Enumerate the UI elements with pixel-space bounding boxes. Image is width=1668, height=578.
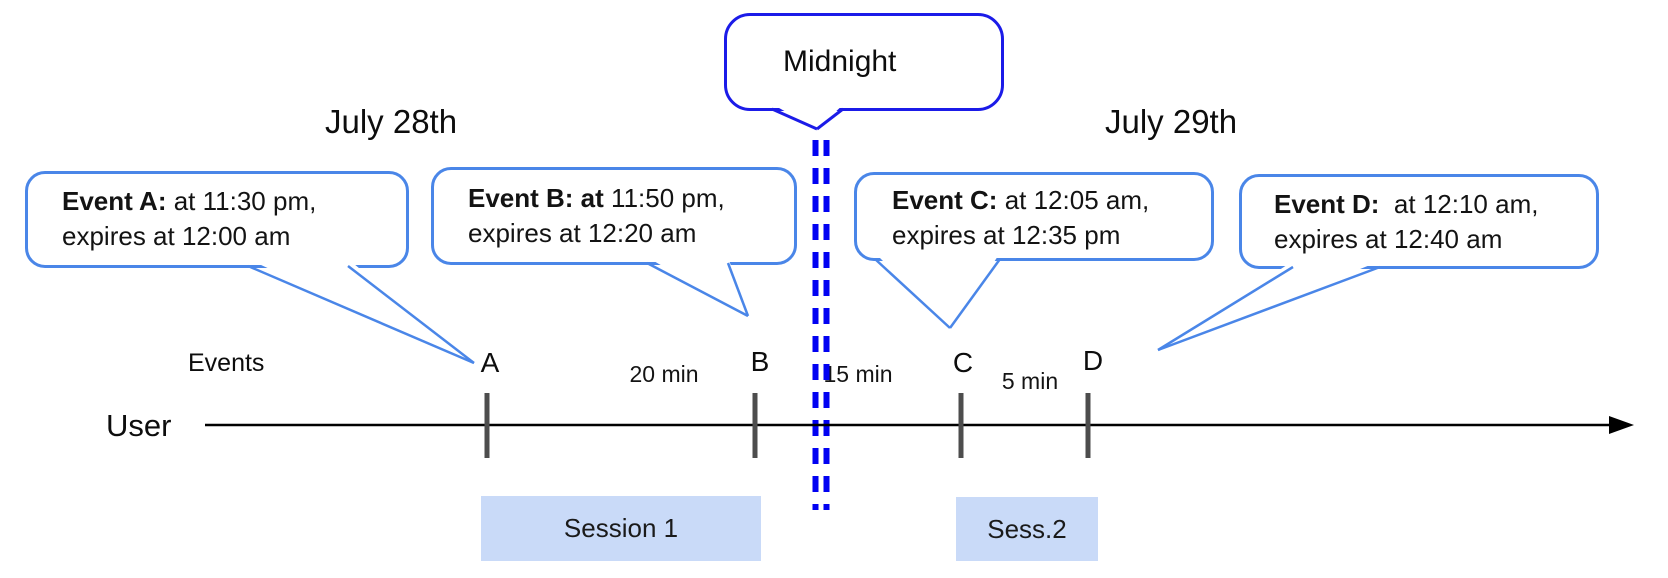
event-b-tail — [646, 257, 750, 318]
event-c-title: Event C: — [892, 185, 998, 215]
event-b-time: 11:50 pm, — [603, 183, 725, 213]
interval-a-b: 20 min — [629, 361, 699, 387]
event-b-callout: Event B: at 11:50 pm, expires at 12:20 a… — [431, 167, 797, 265]
event-c-time: at 12:05 am, — [997, 185, 1150, 215]
session-1-box: Session 1 — [481, 496, 761, 561]
event-a-tail — [247, 259, 475, 365]
date-label-july-28: July 28th — [325, 103, 458, 140]
midnight-callout: Midnight — [724, 13, 1004, 111]
event-c-tail — [874, 253, 1002, 329]
tick-label-b: B — [750, 346, 770, 377]
event-a-callout: Event A: at 11:30 pm, expires at 12:00 a… — [25, 171, 409, 268]
event-b-title: Event B: at — [468, 183, 604, 213]
tick-label-a: A — [480, 347, 500, 378]
event-a-expiry: expires at 12:00 am — [62, 221, 291, 251]
event-b-expiry: expires at 12:20 am — [468, 218, 697, 248]
event-d-tail — [1157, 261, 1381, 352]
event-d-time: at 12:10 am, — [1379, 189, 1539, 219]
tick-label-c: C — [952, 347, 974, 378]
events-axis-label: Events — [188, 349, 265, 377]
event-c-expiry: expires at 12:35 pm — [892, 220, 1121, 250]
midnight-dashed-line — [812, 140, 830, 510]
tick-label-d: D — [1082, 345, 1104, 376]
user-axis-label: User — [106, 408, 172, 443]
timeline-arrow — [205, 416, 1634, 434]
event-c-callout: Event C: at 12:05 am, expires at 12:35 p… — [854, 172, 1214, 261]
interval-b-c: 15 min — [823, 361, 893, 387]
event-a-title: Event A: — [62, 186, 167, 216]
session-2-box: Sess.2 — [956, 497, 1098, 561]
session-1-label: Session 1 — [563, 513, 679, 543]
midnight-callout-label: Midnight — [783, 45, 897, 78]
event-a-time: at 11:30 pm, — [166, 186, 317, 216]
event-d-callout: Event D: at 12:10 am, expires at 12:40 a… — [1239, 174, 1599, 269]
interval-c-d: 5 min — [1001, 368, 1059, 394]
event-d-expiry: expires at 12:40 am — [1274, 224, 1503, 254]
date-label-july-29: July 29th — [1105, 103, 1238, 140]
session-2-label: Sess.2 — [987, 513, 1067, 544]
event-d-title: Event D: — [1274, 189, 1380, 219]
